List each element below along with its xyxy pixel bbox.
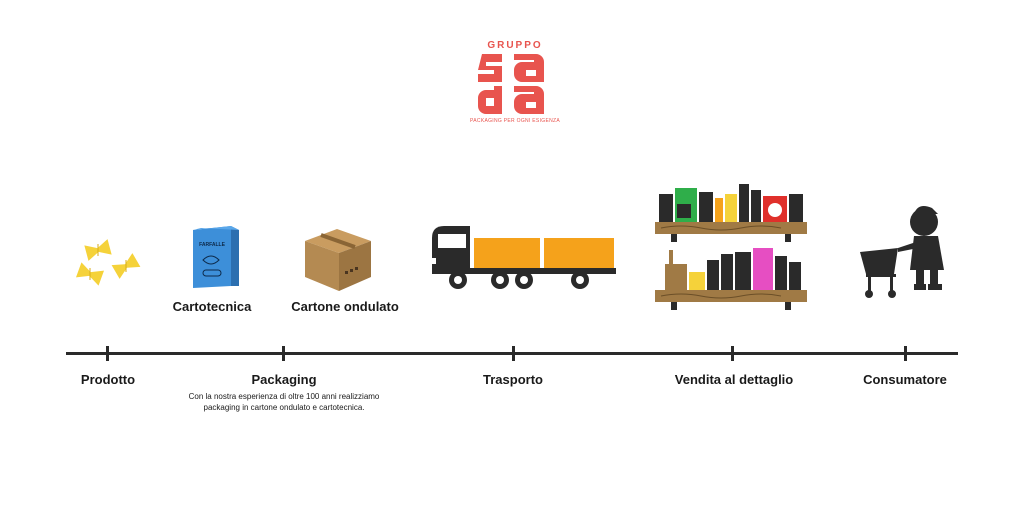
cardboard-box-icon: [305, 229, 371, 291]
sada-logo-icon: [478, 54, 544, 114]
child-shopping-cart-icon: [860, 206, 944, 298]
timeline-tick: [106, 346, 109, 361]
logo-tagline: PACKAGING PER OGNI ESIGENZA: [470, 118, 560, 124]
cartone-ondulato-label: Cartone ondulato: [291, 299, 399, 314]
cereal-box-icon: FARFALLE: [193, 226, 239, 288]
stage-label-consumatore: Consumatore: [863, 372, 947, 387]
stage-label-trasporto: Trasporto: [483, 372, 543, 387]
truck-icon: [430, 226, 616, 289]
box-brand-text: FARFALLE: [199, 242, 225, 248]
timeline-tick: [904, 346, 907, 361]
stage-label-vendita: Vendita al dettaglio: [674, 372, 794, 387]
stage-label-packaging: Packaging: [251, 372, 317, 387]
stage-label-prodotto: Prodotto: [80, 372, 136, 387]
cartotecnica-label: Cartotecnica: [172, 299, 252, 314]
timeline-tick: [512, 346, 515, 361]
pasta-icon: [75, 239, 141, 286]
store-shelves-icon: [655, 184, 807, 310]
timeline-tick: [282, 346, 285, 361]
logo-top-text: GRUPPO: [487, 40, 543, 51]
packaging-description: Con la nostra esperienza di oltre 100 an…: [188, 392, 380, 412]
timeline-tick: [731, 346, 734, 361]
